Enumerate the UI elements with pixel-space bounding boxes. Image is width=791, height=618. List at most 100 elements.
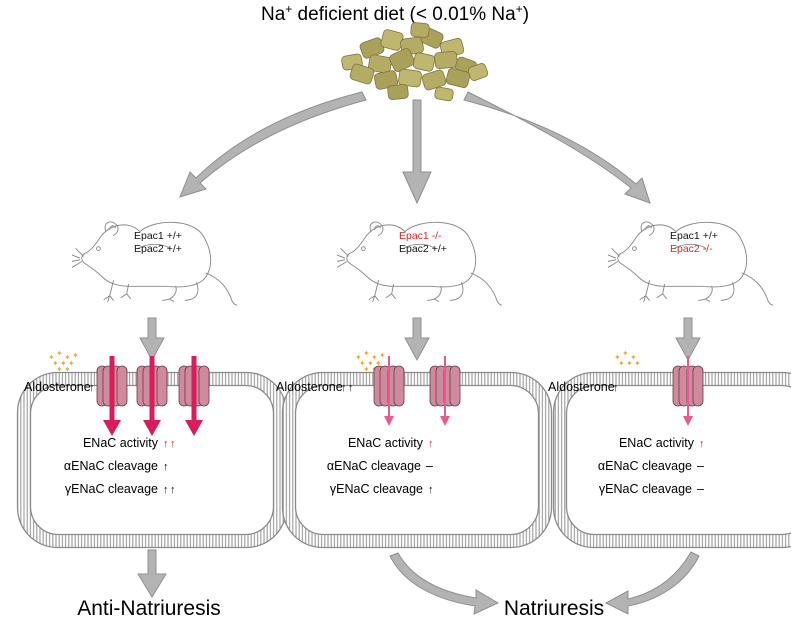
cell-measure-label: γENaC cleavage [330,482,423,496]
food-pellet [389,48,415,72]
increase-arrow: ↑ [170,484,176,496]
sodium-influx-arrowhead [683,416,693,426]
sodium-influx-arrowhead [103,420,121,436]
food-pellet [412,52,436,72]
enac-channel [672,356,704,426]
arrow-to-anti-natriuresis [137,549,167,598]
panel-1: Epac1 +/+Epac2 +/+✦✦✦✦✦✦✦✦✦Aldosterone↑↑… [16,221,288,549]
channel-subunit [692,365,704,407]
food-pellet [467,63,489,81]
enac-channel [136,356,168,436]
increase-arrow: ↑ [170,438,176,450]
sodium-influx-arrowhead [384,416,394,426]
no-change-dash: – [426,459,433,473]
arrow-diet-to-epac1ko [402,99,432,205]
natriuresis-label: Natriuresis [504,597,604,618]
food-pellet [410,22,430,38]
enac-channel [429,356,461,426]
arrow-diet-to-epac2ko [463,91,651,204]
panel-2: Epac1 -/-Epac2 +/+✦✦✦✦✦✦✦✦✦Aldosterone↑↑… [276,221,553,549]
cell-measure-label: αENaC cleavage [64,459,158,473]
aldosterone-molecule: ✦ [359,359,366,368]
increase-arrow: ↑ [428,484,434,496]
cell-membrane-outer [281,371,553,549]
arrow-epac1ko-to-natriuresis [389,552,500,615]
cell-measure-label: ENaC activity [83,436,159,450]
aldosterone-molecule: ✦ [56,349,63,358]
channel-subunit [156,365,168,407]
sodium-influx-arrowhead [185,420,203,436]
aldosterone-increase-arrow: ↑ [89,382,95,394]
no-change-dash: – [697,482,704,496]
aldosterone-molecule: ✦ [68,359,75,368]
aldosterone-molecule: ✦ [72,351,79,360]
aldosterone-molecule: ✦ [375,359,382,368]
aldosterone-molecule: ✦ [618,359,625,368]
food-pellet [387,83,409,101]
aldosterone-label: Aldosterone [276,380,343,394]
aldosterone-molecule: ✦ [52,359,59,368]
genotype-label: Epac2 +/+ [134,243,182,255]
diet-to-mouse-arrows [179,91,651,205]
cell-measure-label: αENaC cleavage [327,459,421,473]
diet-pellets-image [341,22,489,102]
aldosterone-molecule: ✦ [355,353,362,362]
cell-measure-label: αENaC cleavage [598,459,692,473]
aldosterone-molecule: ✦ [379,351,386,360]
aldosterone-molecule: ✦ [56,365,63,374]
enac-channel [373,356,405,426]
cell-membrane [282,372,552,548]
aldosterone-molecule: ✦ [48,353,55,362]
anti-natriuresis-label: Anti-Natriuresis [77,597,221,618]
increase-arrow: ↑ [163,461,169,473]
food-pellet [445,68,471,88]
sodium-influx-arrowhead [143,420,161,436]
genotype-label: Epac1 +/+ [134,230,182,242]
increase-arrow: ↑ [428,438,434,450]
aldosterone-molecule: ✦ [626,359,633,368]
no-change-dash: – [697,459,704,473]
food-pellet [368,54,392,74]
channel-subunit [198,365,210,407]
aldosterone-label: Aldosterone [548,380,615,394]
food-pellet [373,70,399,90]
cell-measure-label: ENaC activity [619,436,695,450]
food-pellet [434,51,458,69]
aldosterone-molecule: ✦ [630,353,637,362]
arrow-mouse-to-cell [404,317,430,362]
aldosterone-molecule: ✦ [622,349,629,358]
arrow-mouse-to-cell [675,317,701,362]
aldosterone-molecule: ✦ [367,359,374,368]
aldosterone-molecule: ✦ [363,349,370,358]
enac-channel [96,356,128,436]
diet-title: Na+ deficient diet (< 0.01% Na+) [261,2,529,25]
outcome-arrows [137,549,700,615]
channel-subunit [393,365,405,407]
aldosterone-molecule: ✦ [614,353,621,362]
aldosterone-increase-arrow: ↑ [341,382,347,394]
cell-membrane-inner [294,384,540,536]
arrow-diet-to-wt [179,91,367,198]
arrow-epac2ko-to-natriuresis [604,551,700,615]
genotype-knockout-label: Epac1 -/- [399,230,442,242]
genotype-label: Epac2 +/+ [399,243,447,255]
cell-measure-label: γENaC cleavage [599,482,692,496]
sodium-influx-arrowhead [440,416,450,426]
cell-measure-label: γENaC cleavage [65,482,158,496]
channel-subunit [116,365,128,407]
aldosterone-increase-arrow: ↑ [348,382,354,394]
aldosterone-molecule: ✦ [64,365,71,374]
arrow-mouse-to-cell [139,317,165,362]
aldosterone-label: Aldosterone [24,380,91,394]
channel-subunit [449,365,461,407]
aldosterone-molecule: ✦ [634,359,641,368]
increase-arrow: ↑ [163,438,169,450]
aldosterone-increase-arrow: ↑ [613,382,619,394]
panel-3: Epac1 +/+Epac2 -/-✦✦✦✦✦✦Aldosterone↑ENaC… [548,221,791,549]
food-pellet [434,86,454,102]
genotype-label: Epac1 +/+ [670,230,718,242]
increase-arrow: ↑ [163,484,169,496]
genotype-knockout-label: Epac2 -/- [670,243,713,255]
food-pellet [398,68,422,88]
